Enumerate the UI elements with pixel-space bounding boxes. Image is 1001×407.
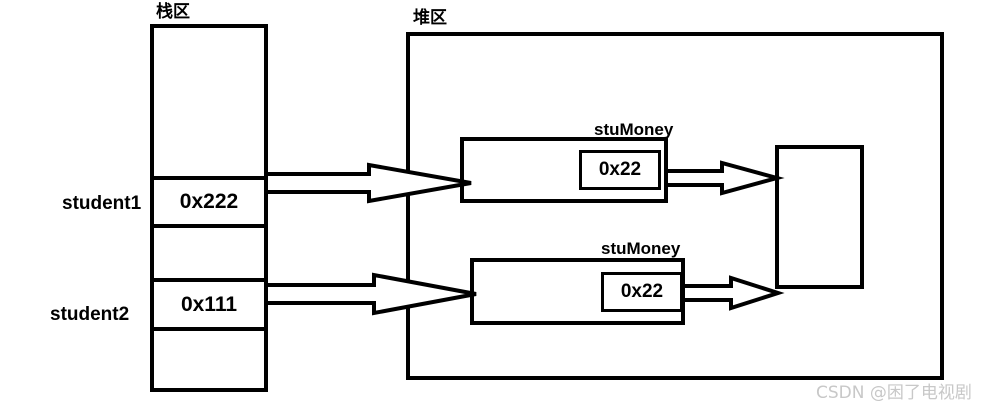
arrow-object1-to-shared-block	[664, 160, 785, 196]
stack-divider-3	[150, 278, 268, 282]
arrow-object2-to-shared-block	[681, 275, 785, 311]
stack-cell-student1: 0x222	[150, 180, 268, 224]
heap-object-2-stumoney-label: stuMoney	[601, 239, 681, 258]
stack-cell-student2: 0x111	[150, 282, 268, 327]
shared-money-block	[775, 145, 864, 289]
arrow-student2-to-object2	[264, 272, 477, 316]
heap-object-1-stumoney-value: 0x22	[598, 159, 642, 180]
stack-divider-1	[150, 176, 268, 180]
heap-object-1-stumoney-label: stuMoney	[594, 120, 674, 139]
watermark: CSDN @困了电视剧	[816, 383, 972, 403]
stack-cell-student2-label: student2	[50, 304, 130, 325]
heap-object-1-stumoney-box: 0x22	[579, 150, 661, 190]
stack-cell-student2-value: 0x111	[180, 292, 238, 316]
stack-region-title: 栈区	[156, 2, 190, 22]
heap-region-title: 堆区	[413, 8, 447, 28]
stack-cell-student1-label: student1	[62, 193, 142, 214]
stack-divider-2	[150, 224, 268, 228]
heap-object-2-stumoney-value: 0x22	[620, 281, 664, 302]
stack-cell-student1-value: 0x222	[179, 190, 239, 213]
stack-divider-4	[150, 327, 268, 331]
arrow-student1-to-object1	[264, 162, 472, 204]
heap-object-2-stumoney-box: 0x22	[601, 272, 683, 312]
